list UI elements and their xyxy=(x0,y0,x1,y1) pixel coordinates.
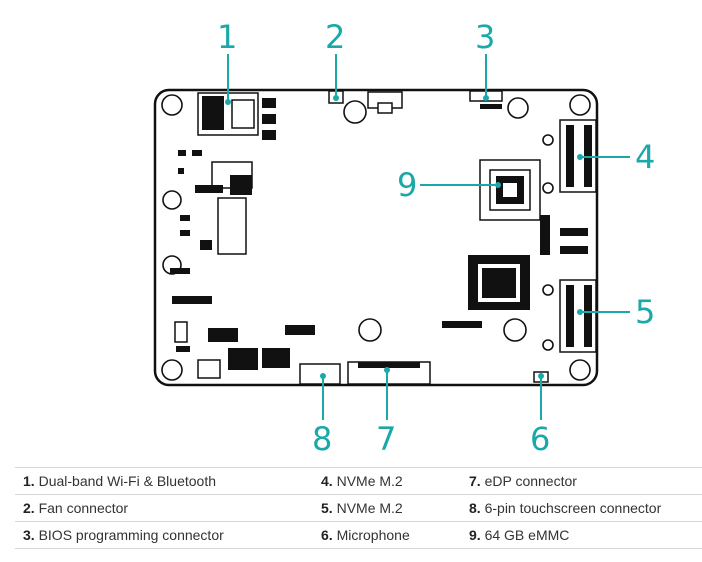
legend: 1. Dual-band Wi-Fi & Bluetooth 4. NVMe M… xyxy=(15,467,702,549)
legend-row: 1. Dual-band Wi-Fi & Bluetooth 4. NVMe M… xyxy=(15,467,702,495)
emmc-chip xyxy=(479,159,541,221)
callout-4: 4 xyxy=(635,138,655,176)
right-components xyxy=(540,215,588,255)
callout-7: 7 xyxy=(376,420,396,455)
left-components xyxy=(170,150,315,379)
legend-item: 5. NVMe M.2 xyxy=(313,494,461,522)
callout-2: 2 xyxy=(325,18,345,56)
callout-6: 6 xyxy=(530,420,550,455)
legend-item: 4. NVMe M.2 xyxy=(313,467,461,495)
legend-item: 6. Microphone xyxy=(313,521,461,549)
board-diagram: 1 2 3 4 5 6 7 8 9 xyxy=(153,18,655,455)
mounting-holes xyxy=(161,94,591,381)
legend-label: Dual-band Wi-Fi & Bluetooth xyxy=(38,473,216,489)
legend-number: 7. xyxy=(469,473,481,489)
nvme-slot-lower xyxy=(542,279,597,353)
legend-item: 1. Dual-band Wi-Fi & Bluetooth xyxy=(15,467,313,495)
legend-row: 3. BIOS programming connector 6. Microph… xyxy=(15,521,702,549)
callout-5: 5 xyxy=(635,293,655,331)
wifi-module xyxy=(197,92,276,140)
header-strip xyxy=(442,321,482,328)
legend-number: 1. xyxy=(23,473,35,489)
legend-label: BIOS programming connector xyxy=(38,527,224,543)
callout-1: 1 xyxy=(217,18,237,56)
legend-item: 8. 6-pin touchscreen connector xyxy=(461,494,702,522)
legend-label: 6-pin touchscreen connector xyxy=(484,500,662,516)
legend-row: 2. Fan connector 5. NVMe M.2 8. 6-pin to… xyxy=(15,494,702,522)
legend-number: 3. xyxy=(23,527,35,543)
callout-3: 3 xyxy=(475,18,495,56)
touch-connector xyxy=(299,363,341,385)
legend-number: 4. xyxy=(321,473,333,489)
callout-lines xyxy=(225,54,630,420)
legend-label: Microphone xyxy=(336,527,410,543)
legend-item: 2. Fan connector xyxy=(15,494,313,522)
legend-label: NVMe M.2 xyxy=(336,473,403,489)
legend-number: 2. xyxy=(23,500,35,516)
legend-number: 6. xyxy=(321,527,333,543)
legend-label: 64 GB eMMC xyxy=(484,527,570,543)
legend-number: 8. xyxy=(469,500,481,516)
legend-item: 3. BIOS programming connector xyxy=(15,521,313,549)
controller-chip xyxy=(468,255,530,310)
legend-number: 9. xyxy=(469,527,481,543)
legend-item: 7. eDP connector xyxy=(461,467,702,495)
callout-8: 8 xyxy=(312,420,332,455)
legend-label: eDP connector xyxy=(484,473,577,489)
legend-table: 1. Dual-band Wi-Fi & Bluetooth 4. NVMe M… xyxy=(15,467,702,549)
legend-label: NVMe M.2 xyxy=(336,500,403,516)
legend-label: Fan connector xyxy=(38,500,129,516)
legend-item: 9. 64 GB eMMC xyxy=(461,521,702,549)
edp-connector xyxy=(347,361,431,385)
callout-9: 9 xyxy=(397,166,417,204)
legend-number: 5. xyxy=(321,500,333,516)
